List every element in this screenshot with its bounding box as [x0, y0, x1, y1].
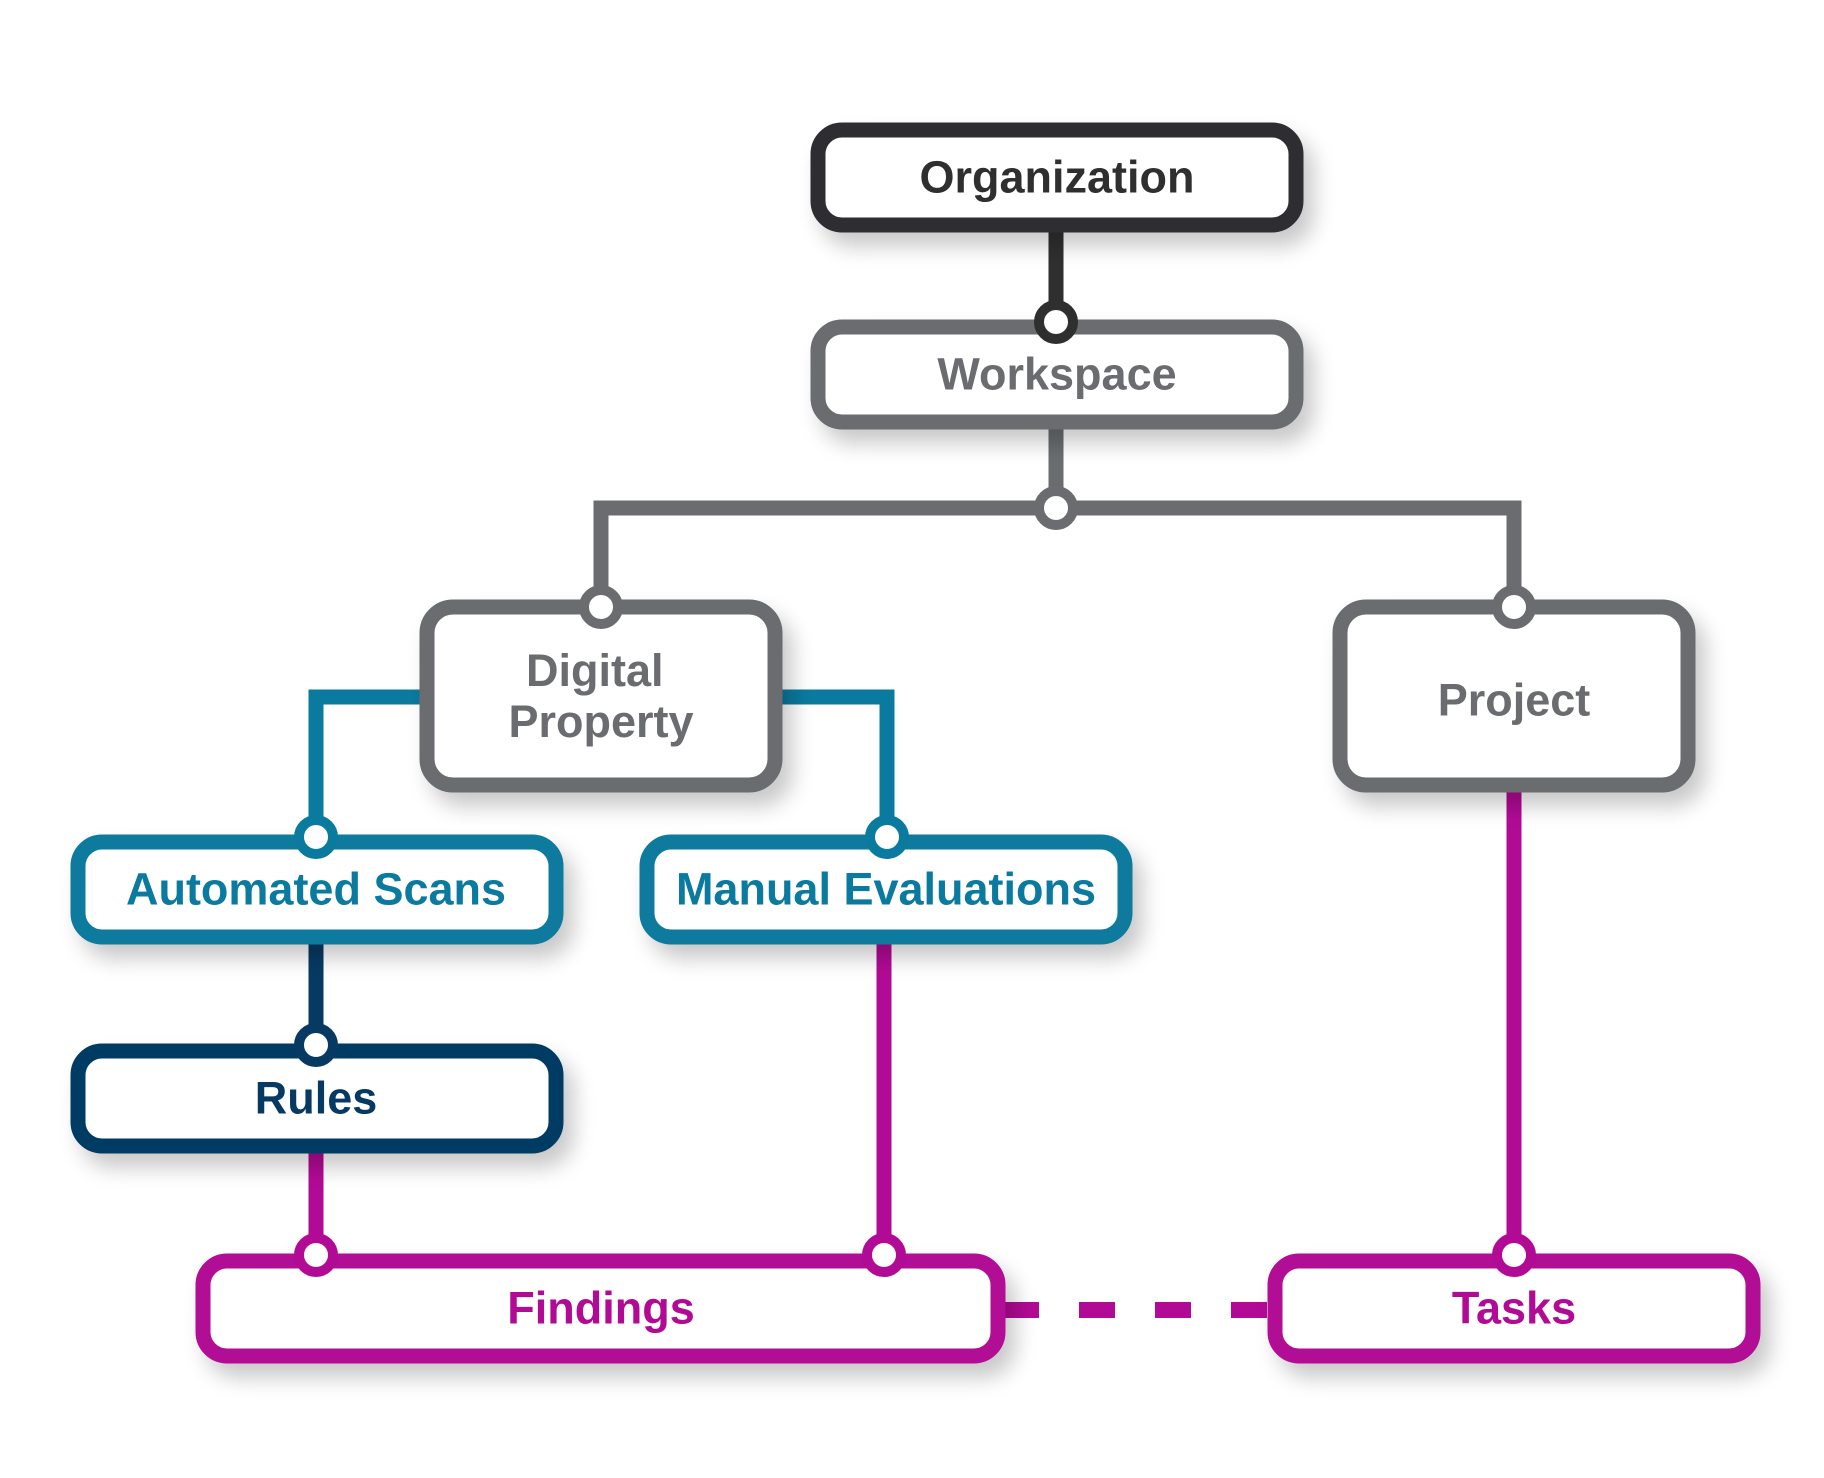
dot-project-top	[1492, 585, 1536, 629]
workspace-label: Workspace	[937, 349, 1176, 400]
organization-box	[810, 122, 1304, 233]
edge-digital-property-automated-scans	[308, 689, 420, 837]
findings-box	[195, 1253, 1006, 1364]
digital-property-label-line1: Digital	[526, 645, 664, 696]
node-organization: Organization	[810, 122, 1304, 233]
dot-workspace-branch	[1034, 486, 1078, 530]
dot-manual-evaluations-top	[865, 815, 909, 859]
node-workspace: Workspace	[810, 319, 1304, 430]
digital-property-label: Digital Property	[508, 645, 693, 747]
dot-automated-scans-top	[294, 815, 338, 859]
automated-scans-label: Automated Scans	[126, 864, 506, 915]
tasks-label: Tasks	[1452, 1283, 1576, 1334]
dot-findings-left	[294, 1233, 338, 1277]
node-findings: Findings	[195, 1253, 1006, 1364]
connector-dots	[294, 300, 1536, 1277]
dot-rules-top	[294, 1023, 338, 1067]
node-digital-property: Digital Property	[419, 599, 783, 793]
organization-label: Organization	[919, 152, 1194, 203]
node-rules: Rules	[70, 1043, 564, 1154]
rules-label: Rules	[255, 1073, 378, 1124]
findings-label: Findings	[507, 1283, 694, 1334]
dot-findings-right	[862, 1233, 906, 1277]
digital-property-label-line2: Property	[508, 696, 693, 747]
dot-workspace-top	[1034, 300, 1078, 344]
manual-evaluations-label: Manual Evaluations	[676, 864, 1096, 915]
project-label: Project	[1438, 675, 1591, 726]
edge-digital-property-manual-evaluations	[782, 689, 895, 837]
dot-digital-property-top	[579, 585, 623, 629]
dot-tasks-top	[1492, 1233, 1536, 1277]
node-project: Project	[1332, 599, 1696, 793]
